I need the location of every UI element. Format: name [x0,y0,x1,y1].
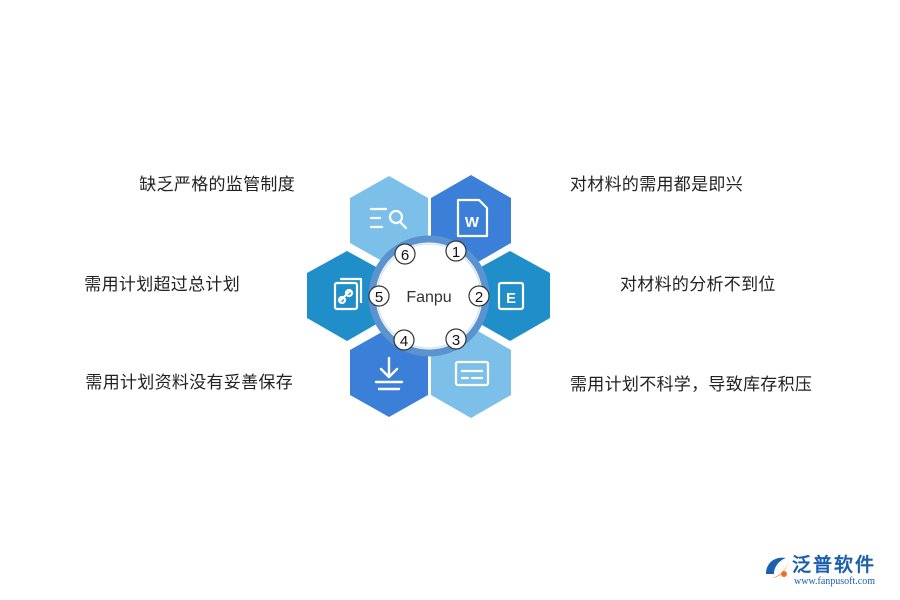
excel-document-icon: E [497,281,525,311]
logo-name: 泛普软件 [792,554,877,576]
number-badge-3: 3 [445,328,467,350]
svg-text:2: 2 [475,289,483,306]
svg-text:1: 1 [452,244,460,261]
svg-text:6: 6 [401,247,409,264]
word-document-icon: W [456,198,489,238]
logo-url: www.fanpusoft.com [794,576,876,587]
link-copy-icon [333,277,363,311]
fanpu-logo-mark-icon [766,557,788,578]
number-badge-2: 2 [468,285,490,307]
svg-text:W: W [465,214,480,231]
download-icon [374,356,404,391]
item-label-3: 需用计划不科学，导致库存积压 [570,375,813,395]
item-label-6: 缺乏严格的监管制度 [139,175,295,195]
number-badge-1: 1 [445,240,467,262]
list-card-icon [454,360,490,387]
search-list-icon [369,207,408,230]
fanpu-logo: 泛普软件 www.fanpusoft.com [762,550,892,592]
item-label-2: 对材料的分析不到位 [620,275,776,295]
number-badge-4: 4 [393,329,415,351]
center-label: Fanpu [406,289,451,306]
svg-text:4: 4 [400,333,408,350]
hexagon-2 [470,251,550,341]
item-label-4: 需用计划资料没有妥善保存 [85,373,293,393]
svg-text:5: 5 [375,289,383,306]
item-label-5: 需用计划超过总计划 [84,275,240,295]
svg-text:E: E [506,290,516,307]
svg-text:3: 3 [452,332,460,349]
number-badge-5: 5 [368,285,390,307]
item-label-1: 对材料的需用都是即兴 [570,175,743,195]
number-badge-6: 6 [394,243,416,265]
